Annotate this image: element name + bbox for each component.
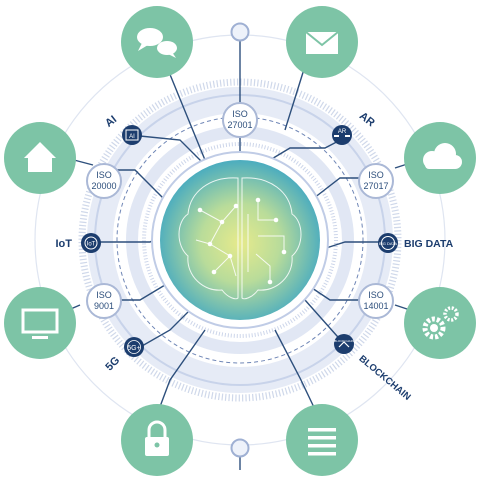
satellite-mail[interactable] xyxy=(286,6,358,78)
ai-chip-icon xyxy=(125,129,139,141)
big-data-icon xyxy=(381,236,395,250)
tech-label: BIG DATA xyxy=(404,238,454,250)
iot-icon xyxy=(84,236,98,250)
brain-circle xyxy=(160,160,320,320)
satellite-monitor[interactable] xyxy=(4,287,76,359)
satellite-chat[interactable] xyxy=(121,6,193,78)
satellite-cloud[interactable] xyxy=(404,122,476,194)
satellite-lock[interactable] xyxy=(121,404,193,476)
tech-badge-text: AI xyxy=(129,134,135,140)
iso-line1: ISO xyxy=(232,109,248,119)
satellite-home[interactable] xyxy=(4,122,76,194)
tech-badge-text: IoT xyxy=(87,242,96,248)
envelope-icon xyxy=(305,31,339,54)
iso-line2: 27001 xyxy=(227,120,252,130)
tech-label: AI xyxy=(103,114,119,130)
tech-node-ai[interactable]: AI AI xyxy=(103,114,142,145)
tech-badge-text: 5G+ xyxy=(127,345,140,352)
iso-line2: 14001 xyxy=(363,301,388,311)
tech-badge-text: AR xyxy=(338,129,347,135)
padlock-icon xyxy=(145,420,169,456)
brain-nodes xyxy=(197,197,287,285)
tech-label: 5G xyxy=(103,354,122,373)
tech-label: AR xyxy=(357,110,377,129)
satellite-document[interactable] xyxy=(286,404,358,476)
tech-badge-text: BIG DATA xyxy=(379,241,397,246)
iso-27017-node[interactable]: ISO 27017 xyxy=(358,163,394,199)
monitor-icon xyxy=(21,308,59,339)
iso-line1: ISO xyxy=(368,290,384,300)
iso-line1: ISO xyxy=(96,290,112,300)
cloud-icon xyxy=(423,143,462,169)
home-icon xyxy=(24,142,56,172)
top-knob xyxy=(230,22,250,42)
iso-20000-node[interactable]: ISO 20000 xyxy=(86,163,122,199)
tech-label: BLOCKCHAIN xyxy=(357,353,413,403)
inner-tick-ring xyxy=(142,142,338,338)
tech-label: IoT xyxy=(56,238,73,250)
gears-icon xyxy=(422,306,459,340)
document-list-icon xyxy=(308,428,336,456)
tech-badge-text: BLOCKCHAIN xyxy=(334,339,354,343)
dashed-ring xyxy=(116,116,364,364)
iso-9001-node[interactable]: ISO 9001 xyxy=(86,283,122,319)
tech-node-blockchain[interactable]: BLOCKCHAIN BLOCKCHAIN xyxy=(334,334,413,403)
blockchain-icon xyxy=(338,341,350,348)
chat-bubbles-icon xyxy=(137,28,177,58)
iso-line2: 20000 xyxy=(91,181,116,191)
satellite-gears[interactable] xyxy=(404,287,476,359)
iso-line2: 9001 xyxy=(94,301,114,311)
tech-node-big-data[interactable]: BIG DATA BIG DATA xyxy=(378,233,454,253)
tech-node-5g[interactable]: 5G+ 5G xyxy=(103,337,144,373)
iso-line1: ISO xyxy=(96,170,112,180)
iso-line1: ISO xyxy=(368,170,384,180)
bottom-knob xyxy=(230,438,250,458)
iso-line2: 27017 xyxy=(363,181,388,191)
5g-icon xyxy=(127,340,141,354)
tick-ring xyxy=(78,78,402,402)
iso-14001-node[interactable]: ISO 14001 xyxy=(358,283,394,319)
iso-27001-node[interactable]: ISO 27001 xyxy=(222,102,258,138)
tech-node-iot[interactable]: IoT IoT xyxy=(56,233,102,253)
